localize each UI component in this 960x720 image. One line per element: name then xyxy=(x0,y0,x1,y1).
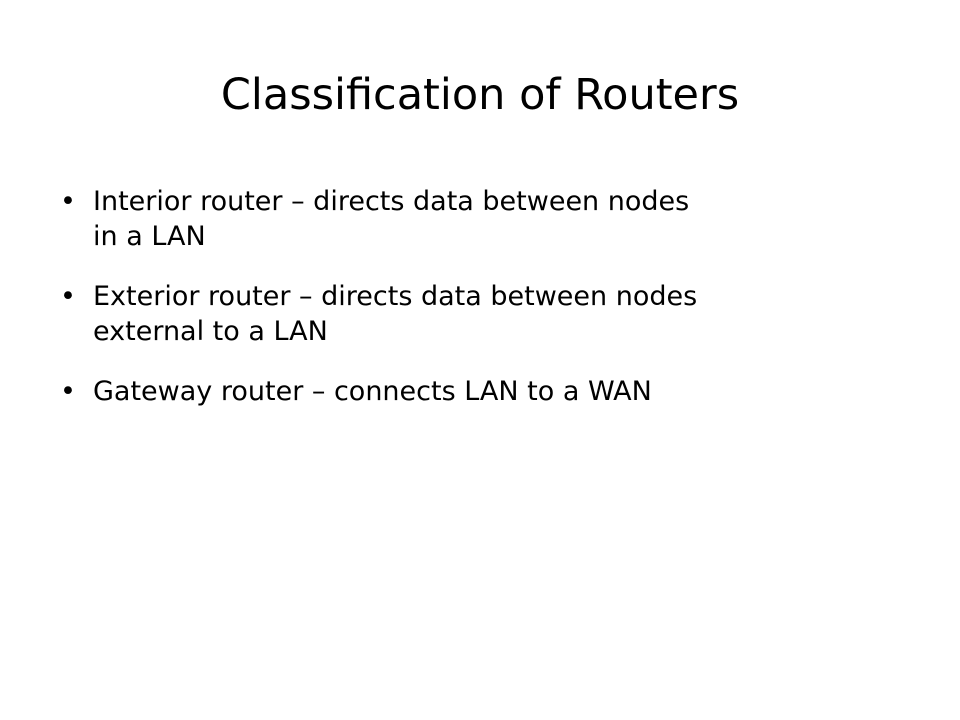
bullet-item-exterior-router: • Exterior router – directs data between… xyxy=(60,279,920,349)
bullet-icon: • xyxy=(60,186,76,217)
bullet-icon: • xyxy=(60,376,76,407)
bullet-text-line: Exterior router – directs data between n… xyxy=(93,281,698,312)
bullet-text-line: Gateway router – connects LAN to a WAN xyxy=(93,376,652,407)
bullet-item-gateway-router: • Gateway router – connects LAN to a WAN xyxy=(60,374,920,409)
bullet-item-interior-router: • Interior router – directs data between… xyxy=(60,184,920,254)
bullet-list: • Interior router – directs data between… xyxy=(60,184,920,434)
bullet-text-line: in a LAN xyxy=(93,221,206,252)
slide-title: Classification of Routers xyxy=(220,70,740,120)
bullet-text-line: Interior router – directs data between n… xyxy=(93,186,690,217)
bullet-text-line: external to a LAN xyxy=(93,316,328,347)
bullet-icon: • xyxy=(60,281,76,312)
